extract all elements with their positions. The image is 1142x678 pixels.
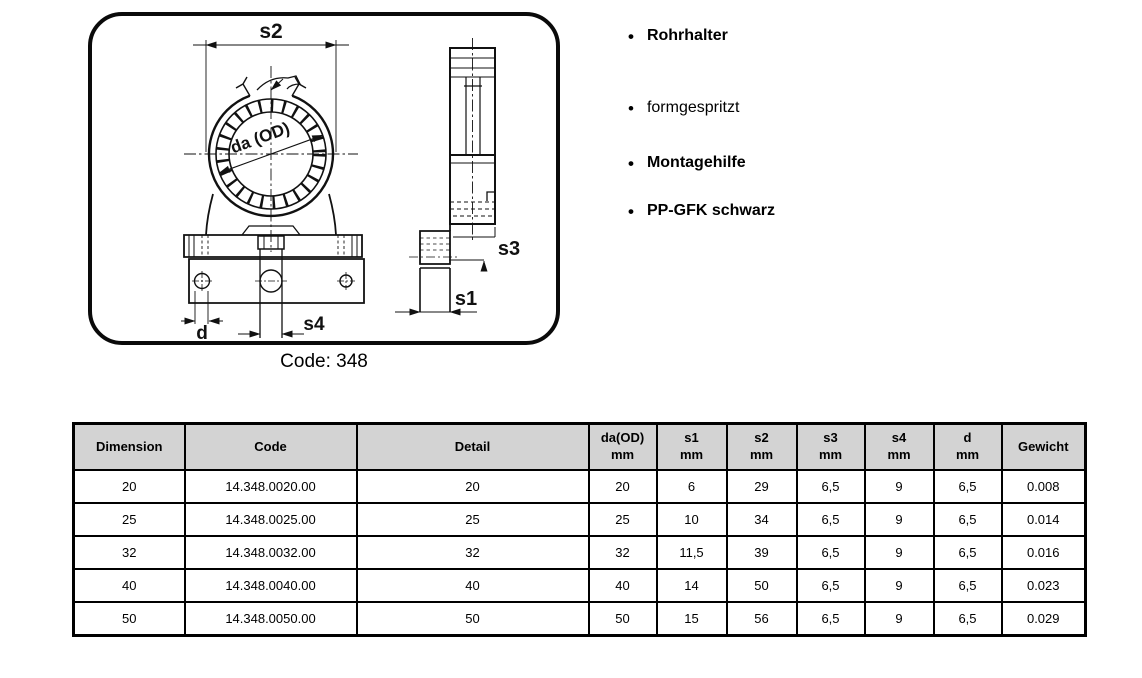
bullet-icon: • (628, 26, 634, 46)
dim-label-s1: s1 (455, 288, 477, 310)
cell-da-od: 50 (587, 601, 658, 637)
cell-detail: 25 (355, 502, 590, 537)
cell-s2: 39 (725, 535, 798, 570)
cell-detail: 20 (355, 469, 590, 504)
col-header-dimension: Dimension (72, 422, 186, 471)
col-header-s2: s2 mm (725, 422, 798, 471)
cell-s2: 56 (725, 601, 798, 637)
side-view: s3 s1 (395, 38, 520, 316)
cell-dimension: 20 (72, 469, 186, 504)
cell-d: 6,5 (932, 502, 1003, 537)
cell-dimension: 40 (72, 568, 186, 603)
header-row: Dimension Code Detail da(OD) mm s1 mm s2… (72, 422, 1087, 471)
feature-item-montagehilfe: • Montagehilfe (628, 154, 746, 172)
cell-gewicht: 0.016 (1000, 535, 1087, 570)
dim-label-d: d (196, 323, 208, 341)
cell-s4: 9 (863, 601, 935, 637)
cell-da-od: 32 (587, 535, 658, 570)
cell-s1: 15 (655, 601, 728, 637)
cell-d: 6,5 (932, 469, 1003, 504)
cell-s4: 9 (863, 568, 935, 603)
col-header-s4: s4 mm (863, 422, 935, 471)
pipe-clamp-diagram: s2 da (OD) (181, 20, 520, 341)
cell-s3: 6,5 (795, 601, 866, 637)
col-header-gewicht: Gewicht (1000, 422, 1087, 471)
cell-code: 14.348.0050.00 (183, 601, 358, 637)
cell-dimension: 32 (72, 535, 186, 570)
cell-dimension: 25 (72, 502, 186, 537)
cell-d: 6,5 (932, 601, 1003, 637)
feature-label: PP-GFK schwarz (646, 202, 775, 219)
drawing-code-caption: Code: 348 (280, 351, 368, 372)
cell-detail: 40 (355, 568, 590, 603)
table-row: 32 14.348.0032.00 32 32 11,5 39 6,5 9 6,… (72, 535, 1087, 570)
cell-s3: 6,5 (795, 535, 866, 570)
col-header-d: d mm (932, 422, 1003, 471)
table-row: 40 14.348.0040.00 40 40 14 50 6,5 9 6,5 … (72, 568, 1087, 603)
cell-s4: 9 (863, 502, 935, 537)
col-header-s1: s1 mm (655, 422, 728, 471)
dim-label-s3: s3 (498, 238, 520, 260)
dim-label-s2: s2 (259, 20, 282, 43)
col-header-da-od: da(OD) mm (587, 422, 658, 471)
cell-s1: 10 (655, 502, 728, 537)
spec-table: Dimension Code Detail da(OD) mm s1 mm s2… (72, 422, 1087, 637)
feature-label: Montagehilfe (646, 154, 746, 171)
cell-s4: 9 (863, 469, 935, 504)
bullet-icon: • (628, 153, 634, 173)
bullet-icon: • (628, 98, 634, 118)
table-row: 25 14.348.0025.00 25 25 10 34 6,5 9 6,5 … (72, 502, 1087, 537)
col-header-code: Code (183, 422, 358, 471)
col-header-detail: Detail (355, 422, 590, 471)
cell-da-od: 20 (587, 469, 658, 504)
cell-code: 14.348.0032.00 (183, 535, 358, 570)
cell-s2: 50 (725, 568, 798, 603)
feature-label: Rohrhalter (646, 27, 728, 44)
feature-item-formgespritzt: • formgespritzt (628, 99, 739, 117)
cell-s1: 14 (655, 568, 728, 603)
cell-dimension: 50 (72, 601, 186, 637)
cell-s3: 6,5 (795, 568, 866, 603)
cell-d: 6,5 (932, 535, 1003, 570)
feature-item-rohrhalter: • Rohrhalter (628, 27, 728, 45)
table-row: 20 14.348.0020.00 20 20 6 29 6,5 9 6,5 0… (72, 469, 1087, 504)
cell-da-od: 40 (587, 568, 658, 603)
cell-gewicht: 0.008 (1000, 469, 1087, 504)
cell-code: 14.348.0040.00 (183, 568, 358, 603)
bullet-icon: • (628, 201, 634, 221)
cell-s3: 6,5 (795, 469, 866, 504)
col-header-s3: s3 mm (795, 422, 866, 471)
cell-s2: 34 (725, 502, 798, 537)
table-row: 50 14.348.0050.00 50 50 15 56 6,5 9 6,5 … (72, 601, 1087, 637)
technical-drawing-frame: s2 da (OD) (88, 12, 560, 345)
cell-s1: 11,5 (655, 535, 728, 570)
cell-gewicht: 0.014 (1000, 502, 1087, 537)
cell-da-od: 25 (587, 502, 658, 537)
cell-d: 6,5 (932, 568, 1003, 603)
cell-code: 14.348.0025.00 (183, 502, 358, 537)
cell-code: 14.348.0020.00 (183, 469, 358, 504)
cell-s1: 6 (655, 469, 728, 504)
front-view: s2 da (OD) (181, 20, 365, 341)
cell-detail: 32 (355, 535, 590, 570)
cell-s4: 9 (863, 535, 935, 570)
cell-gewicht: 0.023 (1000, 568, 1087, 603)
feature-item-ppgfk: • PP-GFK schwarz (628, 202, 775, 220)
cell-gewicht: 0.029 (1000, 601, 1087, 637)
cell-s3: 6,5 (795, 502, 866, 537)
dim-label-s4: s4 (303, 314, 325, 335)
feature-label: formgespritzt (646, 99, 740, 116)
cell-detail: 50 (355, 601, 590, 637)
cell-s2: 29 (725, 469, 798, 504)
